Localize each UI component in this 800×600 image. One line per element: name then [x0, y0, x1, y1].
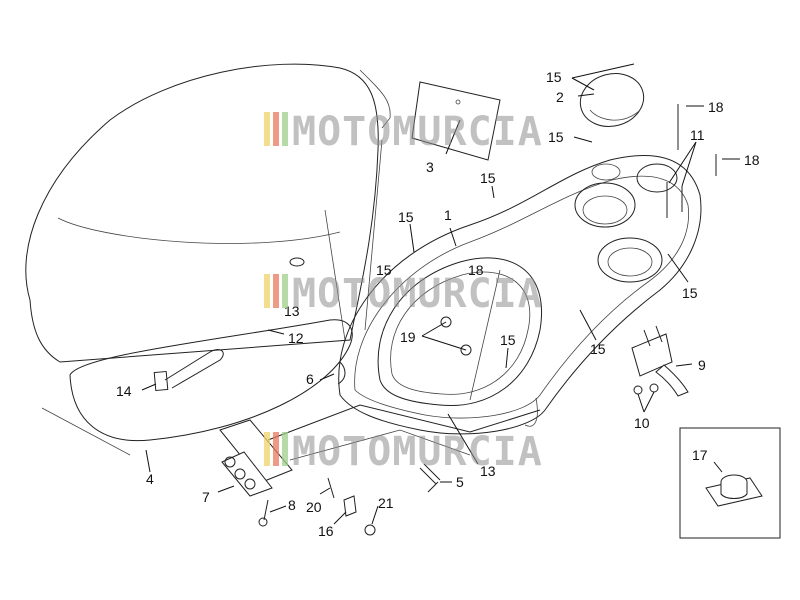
callout-labels: 15 2 18 15 11 18 3 15 15 1 15 18 13 12 1… [116, 69, 760, 539]
callout-8: 8 [288, 497, 296, 513]
compartment-basin [377, 257, 542, 407]
watermark-top: MOTOMURCIA [264, 109, 543, 155]
side-bracket [631, 325, 689, 397]
watermark-stripe [282, 432, 288, 466]
callout-15: 15 [398, 209, 414, 225]
callout-6: 6 [306, 371, 314, 387]
seat-top-inner [57, 217, 341, 244]
callout-17: 17 [692, 447, 708, 463]
callout-4: 4 [146, 471, 154, 487]
screw-8 [263, 499, 269, 521]
callout-19: 19 [400, 329, 416, 345]
seat-pin [289, 257, 305, 267]
clip [343, 495, 357, 517]
long-bolt [419, 463, 441, 493]
rear-cover-plate [411, 81, 501, 161]
hardware [258, 104, 717, 536]
helmet-compartment [338, 155, 702, 435]
watermark-stripe [282, 274, 288, 308]
callout-7: 7 [202, 489, 210, 505]
washer-19b [460, 344, 472, 356]
callout-13: 13 [480, 463, 496, 479]
callout-18: 18 [468, 262, 484, 278]
lower-tray [267, 404, 541, 461]
seat-latch [153, 349, 224, 392]
compartment-rim [354, 175, 690, 419]
callout-15: 15 [480, 170, 496, 186]
nut-21 [364, 524, 376, 536]
watermark-stripe [273, 432, 279, 466]
watermark-stripe [282, 112, 288, 146]
nut-10a [633, 385, 643, 395]
callout-15: 15 [500, 332, 516, 348]
compartment-ports [574, 163, 678, 283]
compartment-outer [338, 155, 702, 435]
callout-12: 12 [288, 330, 304, 346]
callout-18: 18 [744, 152, 760, 168]
callout-3: 3 [426, 159, 434, 175]
watermark-stripe [273, 274, 279, 308]
callout-15: 15 [590, 341, 606, 357]
callout-11: 11 [690, 127, 705, 143]
callout-10: 10 [634, 415, 650, 431]
watermark-text: MOTOMURCIA [292, 429, 543, 475]
callout-15: 15 [682, 285, 698, 301]
callout-5: 5 [456, 474, 464, 490]
callout-14: 14 [116, 383, 132, 399]
callout-15: 15 [546, 69, 562, 85]
compartment-basin-inner [390, 271, 531, 395]
seat-hinge-line [359, 69, 391, 129]
seat-base [69, 319, 353, 442]
watermark-stripe [264, 432, 270, 466]
callout-18: 18 [708, 99, 724, 115]
seat-top [25, 63, 379, 363]
watermark-stripe [264, 112, 270, 146]
callout-9: 9 [698, 357, 706, 373]
seat-assembly [25, 63, 391, 456]
callout-16: 16 [318, 523, 334, 539]
pin-6 [337, 361, 346, 385]
leader-lines [141, 63, 740, 525]
foot-bracket [219, 419, 293, 497]
callout-20: 20 [306, 499, 322, 515]
seat-rear-edge [364, 139, 383, 331]
callout-15: 15 [548, 129, 564, 145]
screw-20 [327, 477, 335, 499]
watermark-stripe [273, 112, 279, 146]
seat-side-line [41, 407, 131, 456]
watermark-stripe [264, 274, 270, 308]
seat-back-line [324, 209, 346, 341]
washer-19a [440, 316, 452, 328]
callout-2: 2 [556, 89, 564, 105]
inspection-lid [579, 73, 645, 127]
watermark-text: MOTOMURCIA [292, 271, 543, 317]
callout-21: 21 [378, 495, 394, 511]
watermark-middle: MOTOMURCIA [264, 271, 543, 317]
nut-10b [649, 383, 659, 393]
detail-inset [679, 427, 781, 539]
callout-1: 1 [444, 207, 452, 223]
watermark-bottom: MOTOMURCIA [264, 429, 543, 475]
watermark-text: MOTOMURCIA [292, 109, 543, 155]
callout-15: 15 [376, 262, 392, 278]
